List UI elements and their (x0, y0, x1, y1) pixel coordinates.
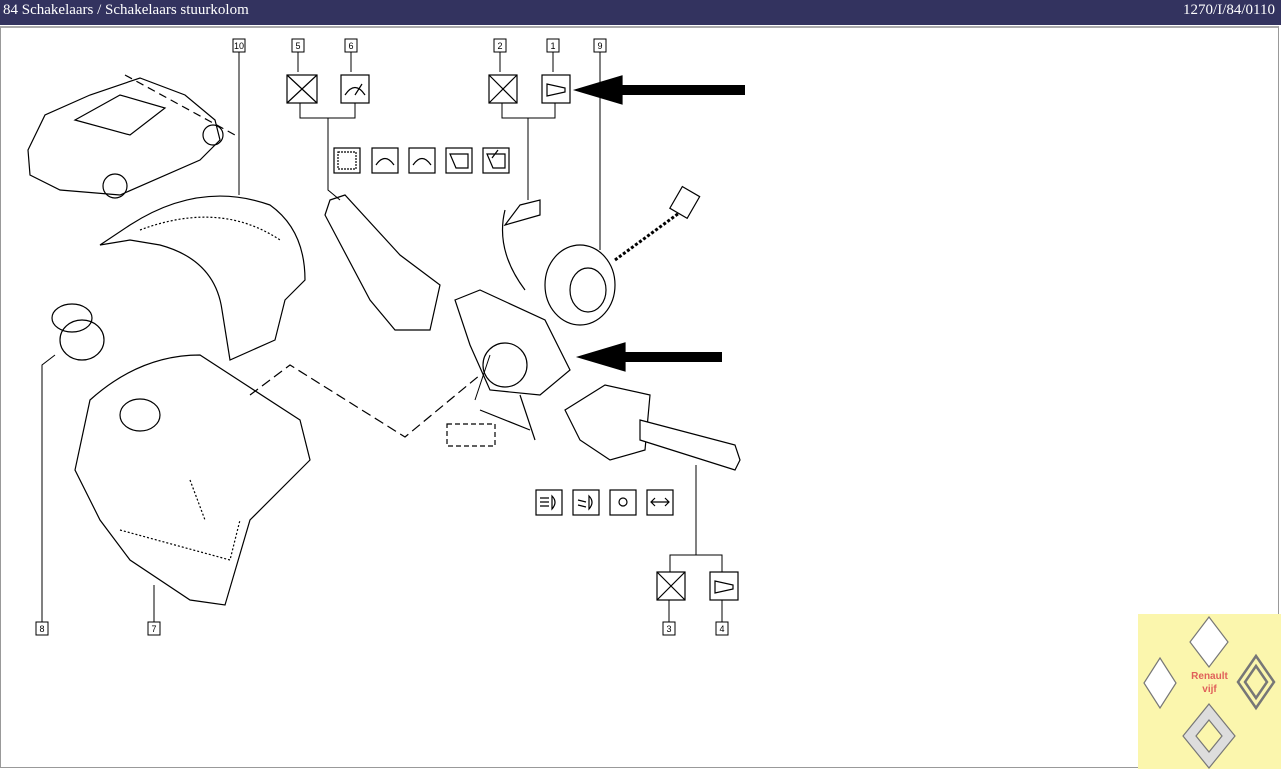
horn-icon-lower (709, 571, 739, 601)
label-1: 1 (550, 41, 555, 51)
washer-wiper-icon (371, 147, 399, 174)
horn-off-icon-lower (656, 571, 686, 601)
diamond-badge-top (1189, 616, 1229, 668)
label-9: 9 (597, 41, 602, 51)
renault-vijf-logo: Renault vijf (1138, 614, 1281, 769)
arrow-top-head (572, 75, 623, 105)
rear-wiper-icon (445, 147, 473, 174)
indicator-icon (646, 489, 674, 516)
bush-part (51, 303, 105, 361)
diagram-frame (0, 26, 1279, 768)
label-6: 6 (348, 41, 353, 51)
label-10: 10 (234, 41, 244, 51)
horn-icon (541, 74, 571, 104)
label-2: 2 (497, 41, 502, 51)
label-3: 3 (666, 624, 671, 634)
sidelight-icon (609, 489, 637, 516)
lower-shroud (74, 354, 311, 606)
dashed-box (446, 423, 496, 447)
label-5: 5 (295, 41, 300, 51)
horn-off-icon (488, 74, 518, 104)
document-code: 1270/I/84/0110 (1183, 2, 1275, 18)
arrow-middle-head (575, 342, 626, 372)
wiper-off-icon (286, 74, 318, 104)
page-title: 84 Schakelaars / Schakelaars stuurkolom (3, 2, 249, 18)
car-illustration (27, 74, 236, 199)
label-8: 8 (39, 624, 44, 634)
part-number-labels (35, 38, 729, 636)
label-4: 4 (719, 624, 724, 634)
dipped-beam-icon (572, 489, 600, 516)
wiper-icon (340, 74, 370, 104)
diamond-badge-right (1236, 653, 1276, 711)
lights-stalk (564, 384, 741, 471)
diamond-badge-bottom (1182, 703, 1236, 769)
main-beam-icon (535, 489, 563, 516)
label-7: 7 (151, 624, 156, 634)
rear-defrost-icon (333, 147, 361, 174)
logo-line2: vijf (1202, 684, 1217, 695)
logo-line1: Renault (1191, 671, 1228, 682)
rotary-contact (544, 185, 701, 326)
function-icons (286, 74, 739, 601)
upper-shroud (99, 195, 306, 361)
front-wiper-icon (408, 147, 436, 174)
central-switch-block (454, 199, 571, 441)
diamond-badge-left (1143, 656, 1177, 710)
header-bar: 84 Schakelaars / Schakelaars stuurkolom … (0, 0, 1281, 25)
wiper-stalk (324, 194, 441, 331)
dash-line (249, 364, 481, 438)
rear-washer-icon (482, 147, 510, 174)
